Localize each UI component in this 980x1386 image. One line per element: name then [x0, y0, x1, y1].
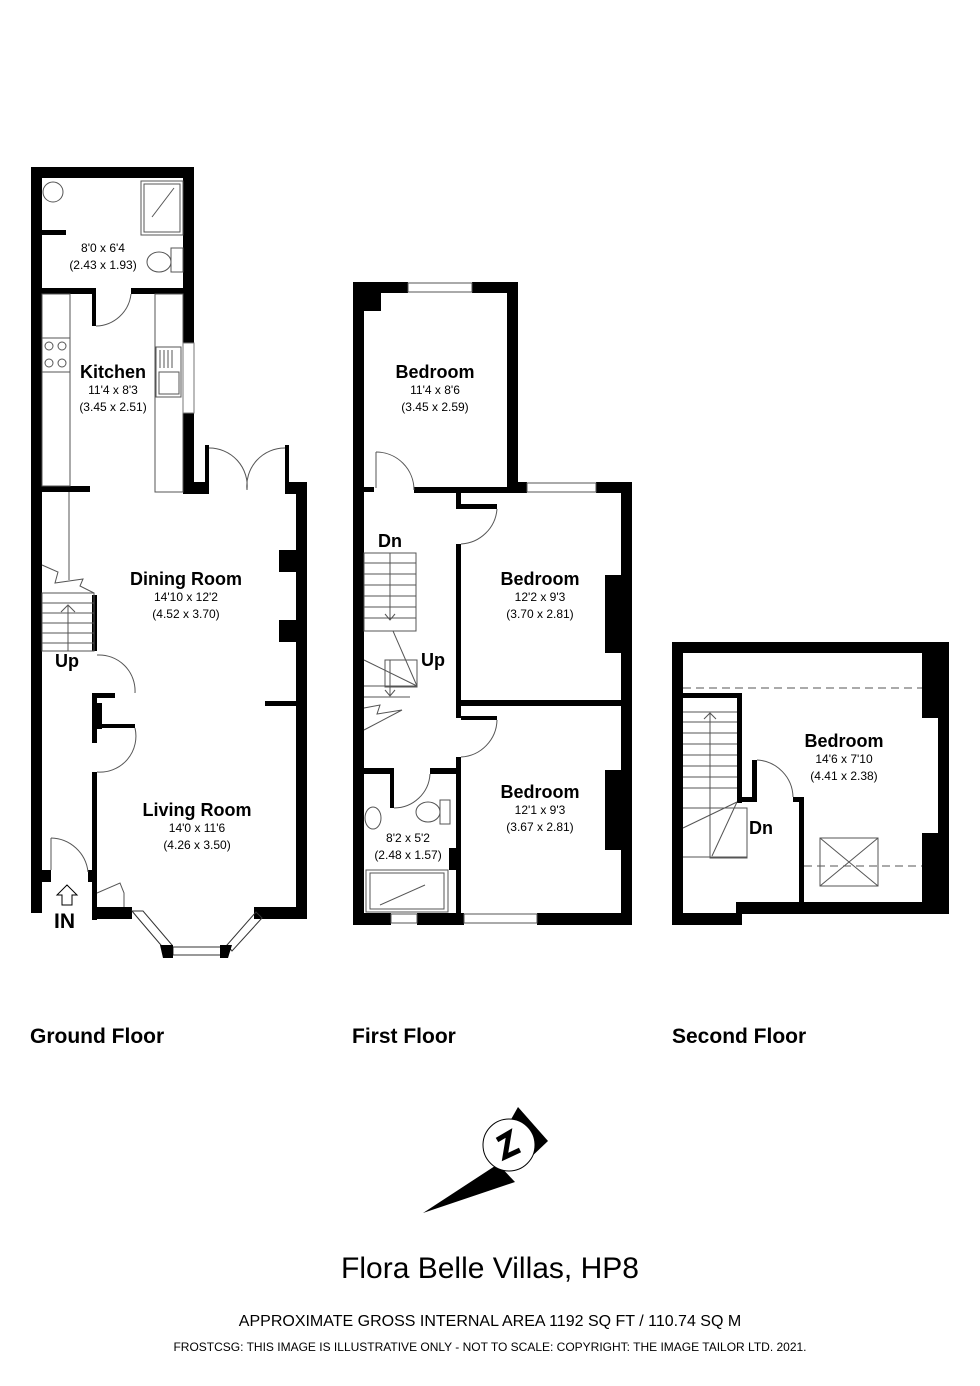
first-floor-plan: [353, 282, 632, 925]
room-name: Bedroom: [500, 782, 580, 802]
room-name: Dining Room: [130, 569, 242, 589]
floor-title-first: First Floor: [352, 1025, 456, 1048]
room-dims-metric: (3.70 x 2.81): [506, 607, 574, 621]
room-label-bathroom-first: 8'2 x 5'2 (2.48 x 1.57): [374, 830, 441, 864]
stairs-down-label: Dn: [749, 818, 773, 838]
room-dims-metric: (4.52 x 3.70): [152, 607, 220, 621]
floor-title-second: Second Floor: [672, 1025, 807, 1048]
room-dims-metric: (3.45 x 2.51): [79, 400, 147, 414]
stairs-up-label: Up: [55, 651, 79, 671]
room-name: Bedroom: [500, 569, 580, 589]
ground-floor-fixtures: [41, 180, 286, 956]
room-dims-imperial: 11'4 x 8'3: [88, 383, 138, 397]
second-floor-fixtures: [682, 687, 922, 887]
stairs-down-label: Dn: [378, 531, 402, 551]
entrance-label: IN: [54, 910, 75, 933]
room-dims-imperial: 8'0 x 6'4: [81, 241, 125, 255]
room-dims-imperial: 11'4 x 8'6: [410, 383, 460, 397]
room-dims-metric: (4.26 x 3.50): [163, 838, 231, 852]
second-floor-plan: [672, 642, 949, 925]
room-name: Bedroom: [395, 362, 475, 382]
stairs-up-label: Up: [421, 650, 445, 670]
room-name: Bedroom: [804, 731, 884, 751]
room-dims-metric: (2.48 x 1.57): [374, 848, 442, 862]
room-label-kitchen: Kitchen 11'4 x 8'3 (3.45 x 2.51): [79, 362, 146, 416]
room-label-bedroom-1: Bedroom 11'4 x 8'6 (3.45 x 2.59): [395, 362, 474, 416]
floor-title-ground: Ground Floor: [30, 1025, 165, 1048]
room-dims-metric: (3.45 x 2.59): [401, 400, 469, 414]
first-floor-fixtures: [363, 282, 597, 924]
room-label-bedroom-3: Bedroom 12'1 x 9'3 (3.67 x 2.81): [500, 782, 579, 836]
property-title: Flora Belle Villas, HP8: [341, 1252, 639, 1285]
north-arrow-icon: [423, 1107, 548, 1213]
bay-window-corners: [160, 945, 232, 958]
room-dims-imperial: 14'0 x 11'6: [168, 821, 226, 835]
room-dims-imperial: 14'10 x 12'2: [154, 590, 218, 604]
room-label-bedroom-2: Bedroom 12'2 x 9'3 (3.70 x 2.81): [500, 569, 579, 623]
room-dims-metric: (2.43 x 1.93): [69, 258, 137, 272]
room-dims-imperial: 8'2 x 5'2: [386, 831, 430, 845]
room-dims-imperial: 12'2 x 9'3: [514, 590, 566, 604]
room-dims-imperial: 14'6 x 7'10: [815, 752, 873, 766]
room-dims-metric: (4.41 x 2.38): [810, 769, 878, 783]
room-dims-imperial: 12'1 x 9'3: [514, 803, 566, 817]
gross-area-text: APPROXIMATE GROSS INTERNAL AREA 1192 SQ …: [238, 1313, 742, 1330]
room-name: Kitchen: [79, 362, 146, 382]
room-label-living-room: Living Room 14'0 x 11'6 (4.26 x 3.50): [143, 800, 252, 854]
copyright-text: FROSTCSG: THIS IMAGE IS ILLUSTRATIVE ONL…: [173, 1340, 807, 1354]
entrance-arrow-icon: [55, 884, 79, 906]
room-label-bedroom-4: Bedroom 14'6 x 7'10 (4.41 x 2.38): [804, 731, 883, 785]
room-label-bathroom-ground: 8'0 x 6'4 (2.43 x 1.93): [69, 240, 136, 274]
room-label-dining-room: Dining Room 14'10 x 12'2 (4.52 x 3.70): [130, 569, 242, 623]
room-dims-metric: (3.67 x 2.81): [506, 820, 574, 834]
room-name: Living Room: [142, 800, 252, 820]
